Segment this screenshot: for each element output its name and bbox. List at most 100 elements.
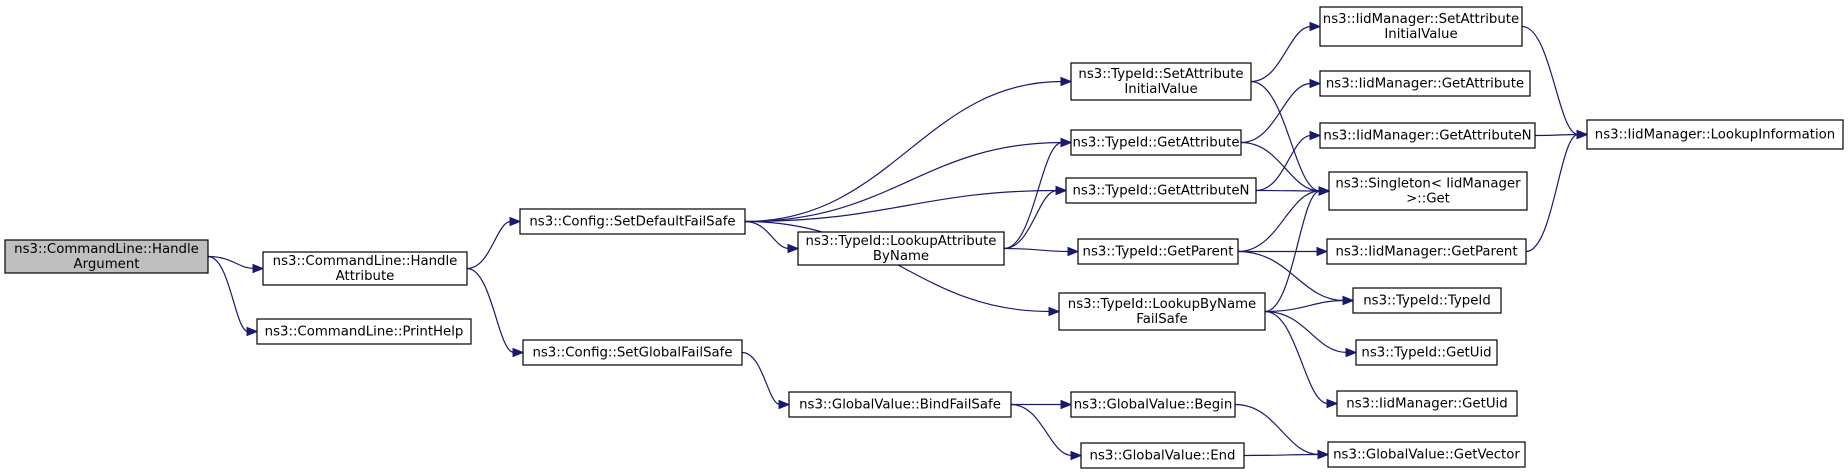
node-box xyxy=(1070,62,1252,101)
node-box xyxy=(1326,238,1527,265)
edge-arrowhead xyxy=(1055,185,1068,196)
edge-line xyxy=(1264,310,1329,405)
node-box xyxy=(797,231,1005,266)
node-typeid-typeid[interactable]: ns3::TypeId::TypeId xyxy=(1352,287,1502,314)
node-set-global-failsafe[interactable]: ns3::Config::SetGlobalFailSafe xyxy=(522,339,743,366)
node-typeid-get-attribute[interactable]: ns3::TypeId::GetAttribute xyxy=(1070,129,1242,156)
node-gv-begin[interactable]: ns3::GlobalValue::Begin xyxy=(1070,391,1236,418)
edge-bind-failsafe-to-gv-end xyxy=(1010,403,1083,461)
node-box xyxy=(1328,171,1528,211)
node-label: ns3::TypeId::GetUid xyxy=(1361,346,1491,361)
node-iid-get-attribute-n[interactable]: ns3::IidManager::GetAttributeN xyxy=(1319,122,1536,149)
node-bind-failsafe[interactable]: ns3::GlobalValue::BindFailSafe xyxy=(788,391,1012,418)
node-typeid-get-attribute-n[interactable]: ns3::TypeId::GetAttributeN xyxy=(1065,177,1257,204)
edge-arrowhead xyxy=(778,399,791,410)
node-iid-lookup-information[interactable]: ns3::IidManager::LookupInformation xyxy=(1586,119,1844,150)
node-iid-set-attr-init[interactable]: ns3::IidManager::SetAttributeInitialValu… xyxy=(1319,6,1523,47)
edge-line xyxy=(207,255,249,333)
edge-arrowhead xyxy=(509,216,522,227)
edge-arrowhead xyxy=(512,347,525,358)
node-label: ns3::CommandLine::PrintHelp xyxy=(265,325,464,340)
node-typeid-get-parent[interactable]: ns3::TypeId::GetParent xyxy=(1077,238,1239,265)
node-box xyxy=(256,318,472,345)
node-label: FailSafe xyxy=(1136,312,1187,327)
edge-line xyxy=(744,189,1058,223)
node-label: ns3::TypeId::GetParent xyxy=(1083,245,1234,260)
node-set-default-failsafe[interactable]: ns3::Config::SetDefaultFailSafe xyxy=(519,208,746,235)
edge-arrowhead xyxy=(1067,246,1080,257)
edge-iid-get-parent-to-iid-lookup-information xyxy=(1525,129,1589,253)
edge-typeid-get-parent-to-iid-get-parent xyxy=(1238,246,1329,257)
edge-line xyxy=(741,351,781,406)
edge-typeid-lookup-by-name-failsafe-to-typeid-typeid xyxy=(1264,295,1355,313)
node-box xyxy=(1319,70,1531,97)
edge-line xyxy=(1003,141,1063,250)
edge-bind-failsafe-to-gv-begin xyxy=(1011,399,1073,410)
edge-line xyxy=(1255,134,1312,192)
node-label: ns3::GlobalValue::GetVector xyxy=(1333,448,1520,463)
node-label: ns3::TypeId::GetAttributeN xyxy=(1073,184,1250,199)
edge-line xyxy=(1237,250,1345,302)
node-print-help[interactable]: ns3::CommandLine::PrintHelp xyxy=(256,318,472,345)
node-gv-end[interactable]: ns3::GlobalValue::End xyxy=(1080,442,1245,469)
edge-typeid-set-attr-init-to-iid-set-attr-init xyxy=(1250,21,1322,83)
node-label: ns3::IidManager::GetParent xyxy=(1335,245,1517,260)
node-label: ns3::Config::SetDefaultFailSafe xyxy=(529,215,735,230)
node-box xyxy=(1065,177,1257,204)
node-typeid-get-uid[interactable]: ns3::TypeId::GetUid xyxy=(1355,339,1498,366)
edge-line xyxy=(1237,190,1321,253)
edge-line xyxy=(1234,403,1320,456)
edge-iid-set-attr-init-to-iid-lookup-information xyxy=(1521,25,1589,140)
node-iid-get-uid[interactable]: ns3::IidManager::GetUid xyxy=(1336,390,1518,417)
node-box xyxy=(262,251,468,286)
node-box xyxy=(522,339,743,366)
edge-arrowhead xyxy=(1316,246,1329,257)
edge-line xyxy=(466,267,515,354)
edge-handle-argument-to-print-help xyxy=(207,255,259,337)
edge-set-default-failsafe-to-lookup-attribute-by-name xyxy=(744,220,800,254)
node-gv-get-vector[interactable]: ns3::GlobalValue::GetVector xyxy=(1327,441,1526,468)
edge-line xyxy=(1003,189,1058,250)
edge-line xyxy=(1534,133,1579,137)
edge-handle-argument-to-handle-attribute xyxy=(207,255,265,274)
edge-line xyxy=(744,80,1063,223)
node-box xyxy=(4,239,209,274)
edge-line xyxy=(1525,133,1579,253)
edge-line xyxy=(1264,299,1345,313)
node-singleton-get[interactable]: ns3::Singleton< IidManager>::Get xyxy=(1328,171,1528,211)
node-label: ns3::IidManager::GetUid xyxy=(1346,397,1507,412)
node-box xyxy=(1058,292,1266,331)
edge-line xyxy=(1003,247,1070,253)
edge-set-global-failsafe-to-bind-failsafe xyxy=(741,351,791,410)
edge-arrowhead xyxy=(1309,130,1322,141)
node-box xyxy=(1319,122,1536,149)
edge-line xyxy=(744,220,790,250)
node-iid-get-attribute[interactable]: ns3::IidManager::GetAttribute xyxy=(1319,70,1531,97)
edge-arrowhead xyxy=(787,243,800,254)
node-box xyxy=(1080,442,1245,469)
node-label: ns3::IidManager::GetAttribute xyxy=(1326,77,1524,92)
edge-line xyxy=(1250,80,1321,192)
edge-arrowhead xyxy=(1060,137,1073,148)
node-label: ns3::TypeId::SetAttribute xyxy=(1078,67,1243,82)
edge-typeid-lookup-by-name-failsafe-to-iid-get-uid xyxy=(1264,310,1339,409)
edge-line xyxy=(1240,141,1321,192)
edge-arrowhead xyxy=(252,263,265,274)
node-box xyxy=(519,208,746,235)
node-label: ns3::TypeId::TypeId xyxy=(1363,294,1491,309)
node-label: InitialValue xyxy=(1124,82,1197,97)
node-iid-get-parent[interactable]: ns3::IidManager::GetParent xyxy=(1326,238,1527,265)
node-box xyxy=(1077,238,1239,265)
node-label: ns3::GlobalValue::End xyxy=(1090,449,1236,464)
edge-line xyxy=(1264,190,1321,313)
edge-line xyxy=(1264,310,1348,354)
node-label: ns3::TypeId::LookupAttribute xyxy=(806,234,997,249)
node-label: ns3::GlobalValue::Begin xyxy=(1074,398,1233,413)
node-box xyxy=(1352,287,1502,314)
